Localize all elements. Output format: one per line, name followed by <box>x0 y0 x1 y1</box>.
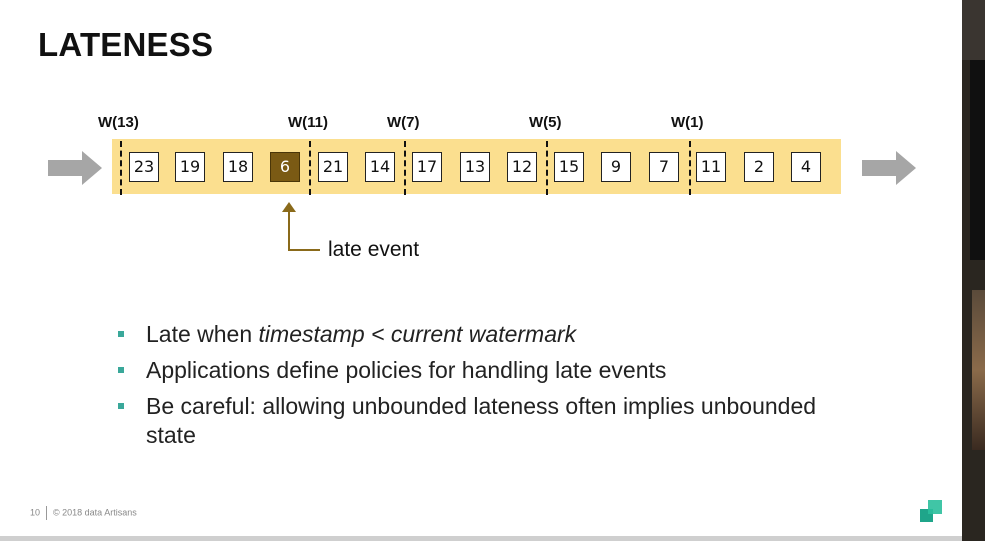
event-box: 12 <box>507 152 537 182</box>
output-arrow-icon <box>862 151 916 185</box>
bullet-icon <box>118 331 124 337</box>
bullet-list: Late when timestamp < current watermark … <box>118 320 818 457</box>
data-artisans-logo-icon <box>920 500 942 522</box>
event-box: 13 <box>460 152 490 182</box>
event-box: 2 <box>744 152 774 182</box>
bullet-text: Late when <box>146 321 259 347</box>
copyright: © 2018 data Artisans <box>53 507 137 518</box>
late-event-label: late event <box>328 238 420 261</box>
slide: LATENESS W(13) W(11) W(7) W(5) W(1) 23 1… <box>0 0 962 536</box>
event-box: 17 <box>412 152 442 182</box>
event-box: 19 <box>175 152 205 182</box>
watermark-marker <box>689 141 691 195</box>
event-box: 23 <box>129 152 159 182</box>
event-box: 14 <box>365 152 395 182</box>
watermark-label: W(5) <box>529 114 562 131</box>
watermark-marker <box>546 141 548 195</box>
page-number: 10 <box>30 507 41 518</box>
footer-divider <box>46 506 48 520</box>
event-box: 18 <box>223 152 253 182</box>
watermark-label: W(13) <box>98 114 139 131</box>
late-event-connector <box>288 210 290 250</box>
watermark-marker <box>404 141 406 195</box>
event-box: 7 <box>649 152 679 182</box>
late-event-connector <box>288 249 320 251</box>
event-box: 15 <box>554 152 584 182</box>
up-arrow-icon <box>282 202 296 212</box>
watermark-label: W(1) <box>671 114 704 131</box>
slide-title: LATENESS <box>38 26 214 63</box>
watermark-marker <box>309 141 311 195</box>
window-bottom-edge <box>0 536 962 541</box>
watermark-marker <box>120 141 122 195</box>
event-box: 9 <box>601 152 631 182</box>
bullet-item: Applications define policies for handlin… <box>118 356 818 385</box>
bullet-text: Applications define policies for handlin… <box>146 357 667 383</box>
footer: 10 © 2018 data Artisans <box>30 506 137 520</box>
bullet-item: Be careful: allowing unbounded lateness … <box>118 392 818 450</box>
bullet-icon <box>118 403 124 409</box>
event-box: 11 <box>696 152 726 182</box>
event-box: 4 <box>791 152 821 182</box>
bullet-text: Be careful: allowing unbounded lateness … <box>146 393 817 448</box>
input-arrow-icon <box>48 151 102 185</box>
event-box: 21 <box>318 152 348 182</box>
bullet-icon <box>118 367 124 373</box>
background-window-edge <box>962 0 985 541</box>
watermark-label: W(11) <box>288 114 329 131</box>
watermark-label: W(7) <box>387 114 420 131</box>
late-event-box: 6 <box>270 152 300 182</box>
bullet-item: Late when timestamp < current watermark <box>118 320 818 349</box>
bullet-text-italic: timestamp < current watermark <box>258 321 577 347</box>
